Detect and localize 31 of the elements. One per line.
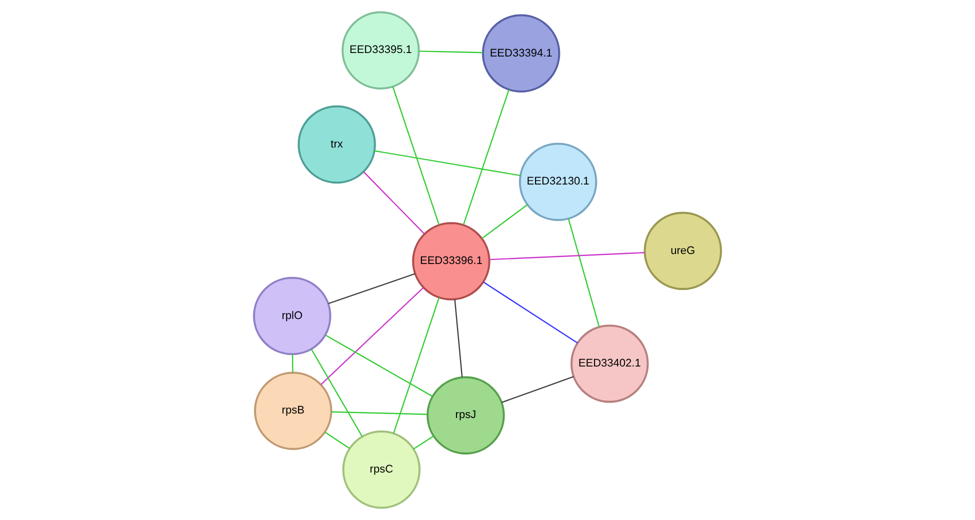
connector xyxy=(413,436,434,450)
connector xyxy=(320,287,424,385)
node-circle: trx xyxy=(298,105,376,184)
node-circle: EED33394.1 xyxy=(482,14,560,93)
node-circle: ureG xyxy=(644,212,722,290)
connector xyxy=(325,334,433,397)
node-circle: EED33395.1 xyxy=(342,11,420,90)
connector xyxy=(392,297,440,434)
node-circle: EED33402.1 xyxy=(570,324,649,403)
node-circle: EED32130.1 xyxy=(518,142,598,222)
connector xyxy=(483,282,578,344)
node-circle: rpsJ xyxy=(426,376,505,454)
connector xyxy=(568,218,600,328)
connector xyxy=(489,252,645,260)
connector xyxy=(328,273,416,304)
connector xyxy=(331,411,428,415)
connector xyxy=(324,432,350,449)
connector xyxy=(310,348,363,437)
connector xyxy=(292,354,294,373)
node-circle: rpsB xyxy=(254,372,332,450)
connector xyxy=(374,150,521,176)
connector xyxy=(454,299,463,378)
node-circle: rpsC xyxy=(342,430,421,509)
connector xyxy=(363,171,425,234)
node-circle: EED33396.1 xyxy=(412,222,490,300)
node-circle: rplO xyxy=(253,276,332,356)
connector xyxy=(419,50,483,54)
connector xyxy=(462,89,510,225)
connector xyxy=(481,204,528,239)
connector xyxy=(501,376,574,403)
connector xyxy=(392,86,440,225)
